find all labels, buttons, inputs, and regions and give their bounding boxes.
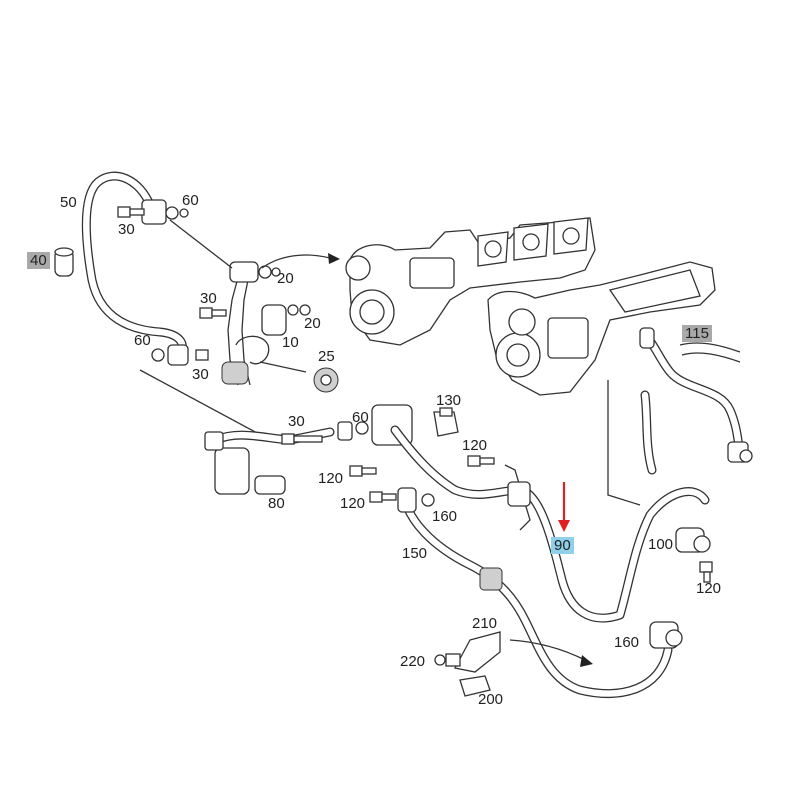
red-indicator-arrow	[558, 482, 570, 532]
callout-60: 60	[352, 409, 369, 426]
bolt-120-right	[699, 561, 713, 583]
fitting-60-left	[151, 344, 209, 366]
callout-20: 20	[277, 270, 294, 287]
return-line-10	[221, 261, 311, 386]
callout-90: 90	[551, 537, 574, 554]
callout-40: 40	[27, 252, 50, 269]
callout-25: 25	[318, 348, 335, 365]
callout-30: 30	[118, 221, 135, 238]
callout-210: 210	[472, 615, 498, 632]
callout-100: 100	[648, 536, 674, 553]
callout-160: 160	[614, 634, 640, 651]
callout-115: 115	[682, 325, 712, 342]
callout-20: 20	[304, 315, 321, 332]
callout-120: 120	[318, 470, 344, 487]
fitting-160-lower	[649, 621, 683, 649]
hose-lower	[640, 390, 657, 475]
callout-150: 150	[402, 545, 428, 562]
coolant-line-115	[639, 327, 753, 463]
turbocharger	[345, 217, 596, 346]
callout-60: 60	[182, 192, 199, 209]
callout-160: 160	[432, 508, 458, 525]
callout-130: 130	[436, 392, 462, 409]
callout-220: 220	[400, 653, 426, 670]
pipe-90	[390, 425, 710, 623]
callout-30: 30	[288, 413, 305, 430]
callout-120: 120	[340, 495, 366, 512]
bolt-30-top	[117, 206, 145, 218]
bolt-120-mid	[467, 455, 495, 467]
callout-200: 200	[478, 691, 504, 708]
fitting-60-top	[141, 199, 189, 225]
callout-50: 50	[60, 194, 77, 211]
oil-pipe-50	[81, 171, 187, 360]
callout-30: 30	[192, 366, 209, 383]
turbocharger-second	[487, 261, 716, 396]
callout-80: 80	[268, 495, 285, 512]
clamp-40	[54, 247, 74, 277]
bracket-210	[434, 631, 501, 697]
pipe-150	[397, 487, 673, 699]
bolt-120-left	[349, 465, 397, 503]
bolt-30-mid	[199, 307, 227, 319]
filter-25	[313, 367, 339, 393]
callout-120: 120	[696, 580, 722, 597]
callout-30: 30	[200, 290, 217, 307]
callout-120: 120	[462, 437, 488, 454]
fitting-100	[675, 527, 711, 553]
callout-60: 60	[134, 332, 151, 349]
callout-10: 10	[282, 334, 299, 351]
clip-130	[433, 407, 459, 437]
bolt-30-lower	[281, 433, 323, 445]
